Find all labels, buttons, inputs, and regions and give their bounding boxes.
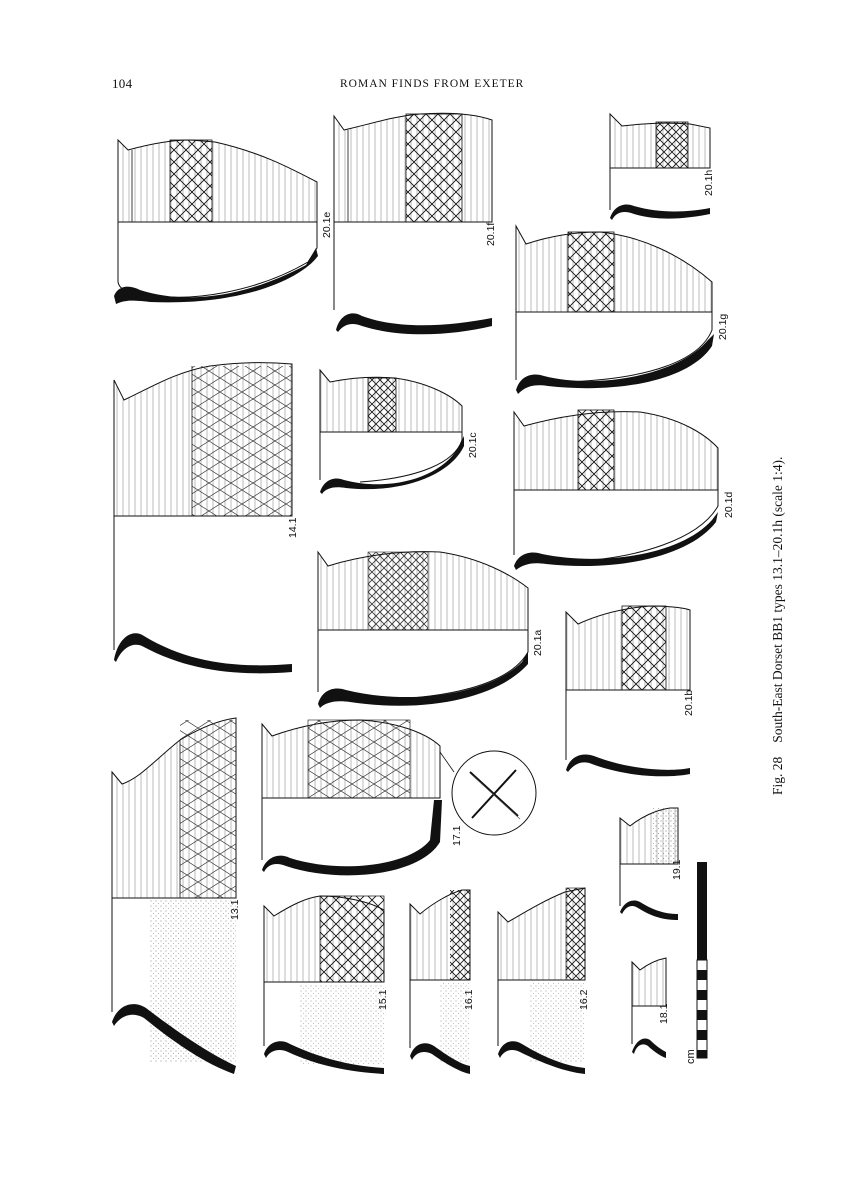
figure-caption-text: South-East Dorset BB1 types 13.1–20.1h (… (770, 456, 785, 743)
label-20-1b: 20.1b (683, 690, 695, 716)
figure-caption: Fig. 28 South-East Dorset BB1 types 13.1–… (770, 457, 786, 795)
vessel-20-1b: 20.1b (565, 605, 695, 777)
label-20-1g: 20.1g (717, 314, 729, 340)
vessel-20-1c: 20.1c (319, 368, 479, 494)
label-14-1: 14.1 (287, 517, 299, 538)
vessel-19-1: 19.1 (619, 807, 683, 920)
label-20-1a: 20.1a (532, 630, 544, 656)
scale-bar: cm (685, 862, 708, 1064)
figure-number: Fig. 28 (770, 756, 785, 795)
vessel-20-1a: 20.1a (317, 550, 544, 708)
label-16-2: 16.2 (578, 989, 590, 1010)
label-19-1: 19.1 (671, 859, 683, 880)
scale-unit-label: cm (685, 1049, 697, 1064)
vessel-14-1: 14.1 (113, 362, 299, 674)
label-20-1c: 20.1c (467, 432, 479, 458)
label-20-1h: 20.1h (703, 170, 715, 196)
vessel-20-1d: 20.1d (513, 409, 735, 570)
vessel-16-2: 16.2 (497, 887, 590, 1074)
label-20-1f: 20.1f (485, 223, 497, 246)
vessel-20-1e: 20.1e (114, 138, 333, 304)
vessel-18-1: 18.1 (631, 957, 670, 1058)
label-16-1: 16.1 (463, 989, 475, 1010)
vessel-13-1: 13.1 (111, 717, 241, 1074)
vessel-15-1: 15.1 (263, 895, 389, 1074)
running-head: ROMAN FINDS FROM EXETER (340, 78, 525, 90)
label-17-1: 17.1 (451, 825, 463, 846)
label-15-1: 15.1 (377, 989, 389, 1010)
vessel-17-1: 17.1 (261, 719, 537, 876)
page-number: 104 (112, 76, 133, 91)
vessel-20-1f: 20.1f (333, 112, 497, 335)
vessel-20-1g: 20.1g (515, 224, 729, 394)
label-20-1e: 20.1e (321, 212, 333, 238)
label-20-1d: 20.1d (723, 492, 735, 518)
vessel-16-1: 16.1 (409, 889, 475, 1074)
vessel-20-1h: 20.1h (609, 112, 715, 220)
label-13-1: 13.1 (229, 899, 241, 920)
label-18-1: 18.1 (658, 1003, 670, 1024)
